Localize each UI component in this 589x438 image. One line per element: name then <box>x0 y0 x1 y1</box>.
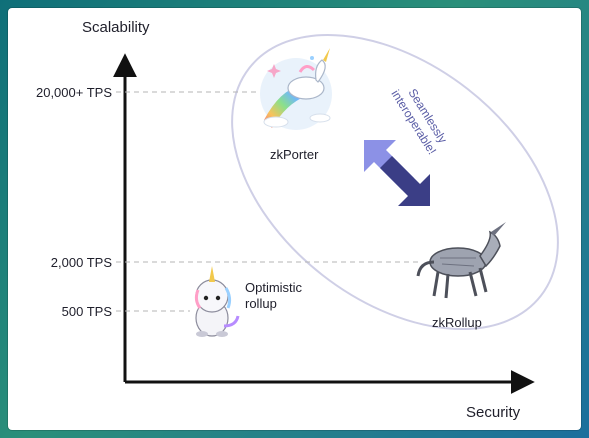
zkporter-label: zkPorter <box>270 147 319 162</box>
optimistic-unicorn-icon <box>194 266 240 337</box>
zkporter-unicorn-icon <box>260 48 332 130</box>
tick-label-20000: 20,000+ TPS <box>36 85 112 100</box>
interop-arrows-icon <box>364 140 430 206</box>
optimistic-label-line2: rollup <box>245 296 277 311</box>
zk-ellipse <box>231 33 559 331</box>
interop-arrow-down <box>380 156 430 206</box>
x-axis-label: Security <box>466 404 521 421</box>
y-axis-label: Scalability <box>82 19 150 36</box>
optimistic-label-line1: Optimistic <box>245 280 303 295</box>
zkrollup-label: zkRollup <box>432 315 482 330</box>
tick-label-2000: 2,000 TPS <box>51 255 113 270</box>
tick-label-500: 500 TPS <box>62 304 113 319</box>
zkrollup-unicorn-icon <box>416 222 506 299</box>
